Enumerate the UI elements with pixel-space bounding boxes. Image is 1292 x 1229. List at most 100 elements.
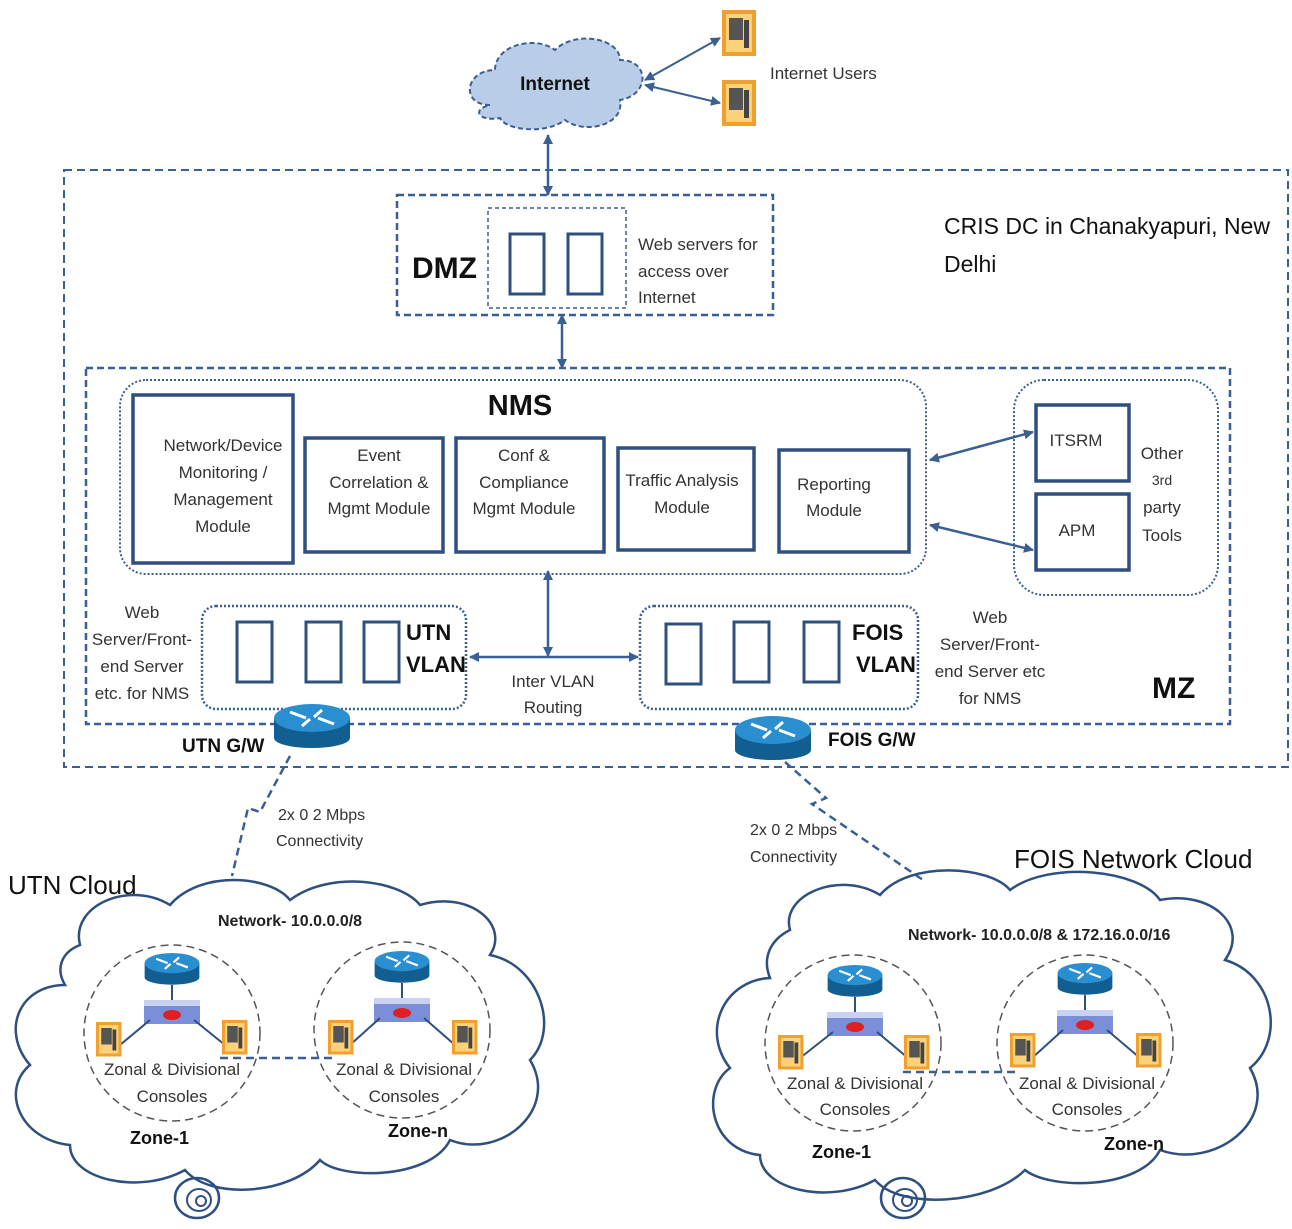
- fois-vlan-side-line2: Server/Front-: [940, 635, 1040, 654]
- mz-label: MZ: [1152, 672, 1195, 705]
- fois-vlan-server-2: [732, 620, 771, 684]
- utn-zonen-consoles-line1: Zonal & Divisional: [336, 1060, 472, 1079]
- fois-zonen-circle: [996, 954, 1174, 1132]
- nms-module-reporting-line2: Module: [806, 501, 862, 520]
- nms-to-apm-arrow: [929, 522, 1034, 553]
- nms-module-network-device-line3: Management: [173, 490, 273, 509]
- dmz-web-servers-line3: Internet: [638, 288, 696, 307]
- utn-link-line1: 2x 0 2 Mbps: [278, 807, 365, 824]
- nms-to-itsrm-arrow: [929, 429, 1034, 463]
- internet-label: Internet: [520, 74, 590, 95]
- dmz-web-servers-line2: access over: [638, 262, 729, 281]
- utn-zone1-circle: [83, 944, 261, 1122]
- internet-user-pc-2: [722, 80, 756, 126]
- nms-module-conf-compliance: [454, 436, 606, 554]
- fois-vlan-side-line3: end Server etc: [935, 662, 1046, 681]
- utn-vlan-side-line4: etc. for NMS: [95, 684, 189, 703]
- fois-cloud-title: FOIS Network Cloud: [1014, 844, 1252, 874]
- nms-module-event-correlation-line2: Correlation &: [329, 473, 429, 492]
- fois-link-line1: 2x 0 2 Mbps: [750, 822, 837, 839]
- utn-gateway-router: [272, 702, 352, 750]
- nms-module-network-device-line4: Module: [195, 517, 251, 536]
- nms-container: [119, 379, 927, 575]
- utn-zone1-pc-link-1: [119, 1019, 151, 1046]
- itsrm-box: [1034, 403, 1131, 483]
- utn-cloud-spiral: [173, 1176, 221, 1220]
- fois-vlan-box: [638, 604, 920, 711]
- utn-zone1-name: Zone-1: [130, 1128, 189, 1148]
- fois-link-line2: Connectivity: [750, 849, 837, 866]
- utn-link-line2: Connectivity: [276, 833, 363, 850]
- itsrm-label: ITSRM: [1050, 431, 1103, 450]
- fois-network-label: Network- 10.0.0.0/8 & 172.16.0.0/16: [908, 927, 1170, 944]
- internet-to-user1-arrow: [644, 37, 721, 81]
- third-party-line1: Other: [1141, 444, 1184, 463]
- fois-vlan-label-line1: FOIS: [852, 620, 903, 645]
- fois-zonen-pc-1: [1010, 1033, 1036, 1068]
- utn-zonen-name: Zone-n: [388, 1121, 448, 1141]
- utn-gateway-label: UTN G/W: [182, 736, 264, 757]
- nms-module-network-device: [131, 393, 295, 565]
- third-party-line4: Tools: [1142, 526, 1182, 545]
- third-party-container: [1013, 379, 1219, 596]
- utn-zonen-circle: [313, 941, 491, 1119]
- internet-user-pc-1: [722, 10, 756, 56]
- third-party-line3: party: [1143, 498, 1181, 517]
- fois-zone1-circle: [764, 954, 942, 1132]
- fois-gateway-router: [733, 714, 813, 762]
- fois-vlan-side-line4: for NMS: [959, 689, 1021, 708]
- fois-zone1-pc-1: [778, 1035, 804, 1070]
- fois-zonen-consoles-line1: Zonal & Divisional: [1019, 1074, 1155, 1093]
- fois-vlan-server-1: [664, 622, 703, 686]
- fois-vlan-server-3: [802, 620, 841, 684]
- utn-wan-link: [230, 755, 292, 877]
- fois-zonen-pc-link-2: [1106, 1029, 1141, 1059]
- mz-box: [84, 366, 1232, 726]
- utn-zone1-router: [143, 951, 201, 986]
- fois-zonen-switch: [1057, 1010, 1113, 1034]
- nms-module-conf-compliance-line1: Conf &: [498, 446, 551, 465]
- fois-zonen-consoles-line2: Consoles: [1052, 1100, 1123, 1119]
- fois-vlan-side-line1: Web: [973, 608, 1008, 627]
- fois-zonen-name: Zone-n: [1104, 1134, 1164, 1154]
- fois-zonen-pc-link-1: [1031, 1029, 1064, 1059]
- third-party-line2: 3rd: [1152, 472, 1172, 488]
- utn-network-label: Network- 10.0.0.0/8: [218, 913, 362, 930]
- fois-cloud: [711, 869, 1272, 1201]
- apm-label: APM: [1059, 521, 1096, 540]
- utn-vlan-server-2: [304, 620, 343, 684]
- nms-module-conf-compliance-line2: Compliance: [479, 473, 569, 492]
- utn-zone1-pc-2: [222, 1020, 248, 1055]
- inter-vlan-line2: Routing: [524, 698, 583, 717]
- nms-label: NMS: [488, 390, 552, 422]
- nms-module-traffic-analysis-line1: Traffic Analysis: [625, 471, 738, 490]
- utn-vlan-server-1: [235, 620, 274, 684]
- utn-zonen-switch: [374, 998, 430, 1022]
- utn-zonen-pc-2: [452, 1020, 478, 1055]
- utn-vlan-side-line3: end Server: [100, 657, 183, 676]
- fois-zonen-router: [1056, 961, 1114, 996]
- utn-vlan-server-3: [362, 620, 401, 684]
- datacenter-title-line1: CRIS DC in Chanakyapuri, New: [944, 213, 1270, 239]
- utn-zonen-consoles-line2: Consoles: [369, 1087, 440, 1106]
- dmz-box: [395, 193, 775, 317]
- nms-module-traffic-analysis-line2: Module: [654, 498, 710, 517]
- apm-box: [1034, 492, 1131, 572]
- fois-zone1-consoles-line1: Zonal & Divisional: [787, 1074, 923, 1093]
- dmz-web-server-2: [566, 232, 604, 296]
- utn-zonen-pc-1: [328, 1020, 354, 1055]
- datacenter-boundary: [63, 169, 1289, 768]
- inter-vlan-line1: Inter VLAN: [511, 672, 594, 691]
- utn-zonen-router: [373, 949, 431, 984]
- nms-module-network-device-line2: Monitoring /: [179, 463, 268, 482]
- dmz-web-servers-line1: Web servers for: [638, 235, 758, 254]
- utn-zonen-pc-link-2: [423, 1017, 456, 1046]
- fois-zone1-consoles-line2: Consoles: [820, 1100, 891, 1119]
- nms-module-event-correlation-line3: Mgmt Module: [328, 499, 431, 518]
- utn-vlan-label-line1: UTN: [406, 620, 451, 645]
- utn-zone1-pc-1: [96, 1022, 122, 1057]
- nms-module-network-device-line1: Network/Device: [163, 436, 282, 455]
- utn-vlan-side-line2: Server/Front-: [92, 630, 192, 649]
- fois-zone1-pc-2: [904, 1035, 930, 1070]
